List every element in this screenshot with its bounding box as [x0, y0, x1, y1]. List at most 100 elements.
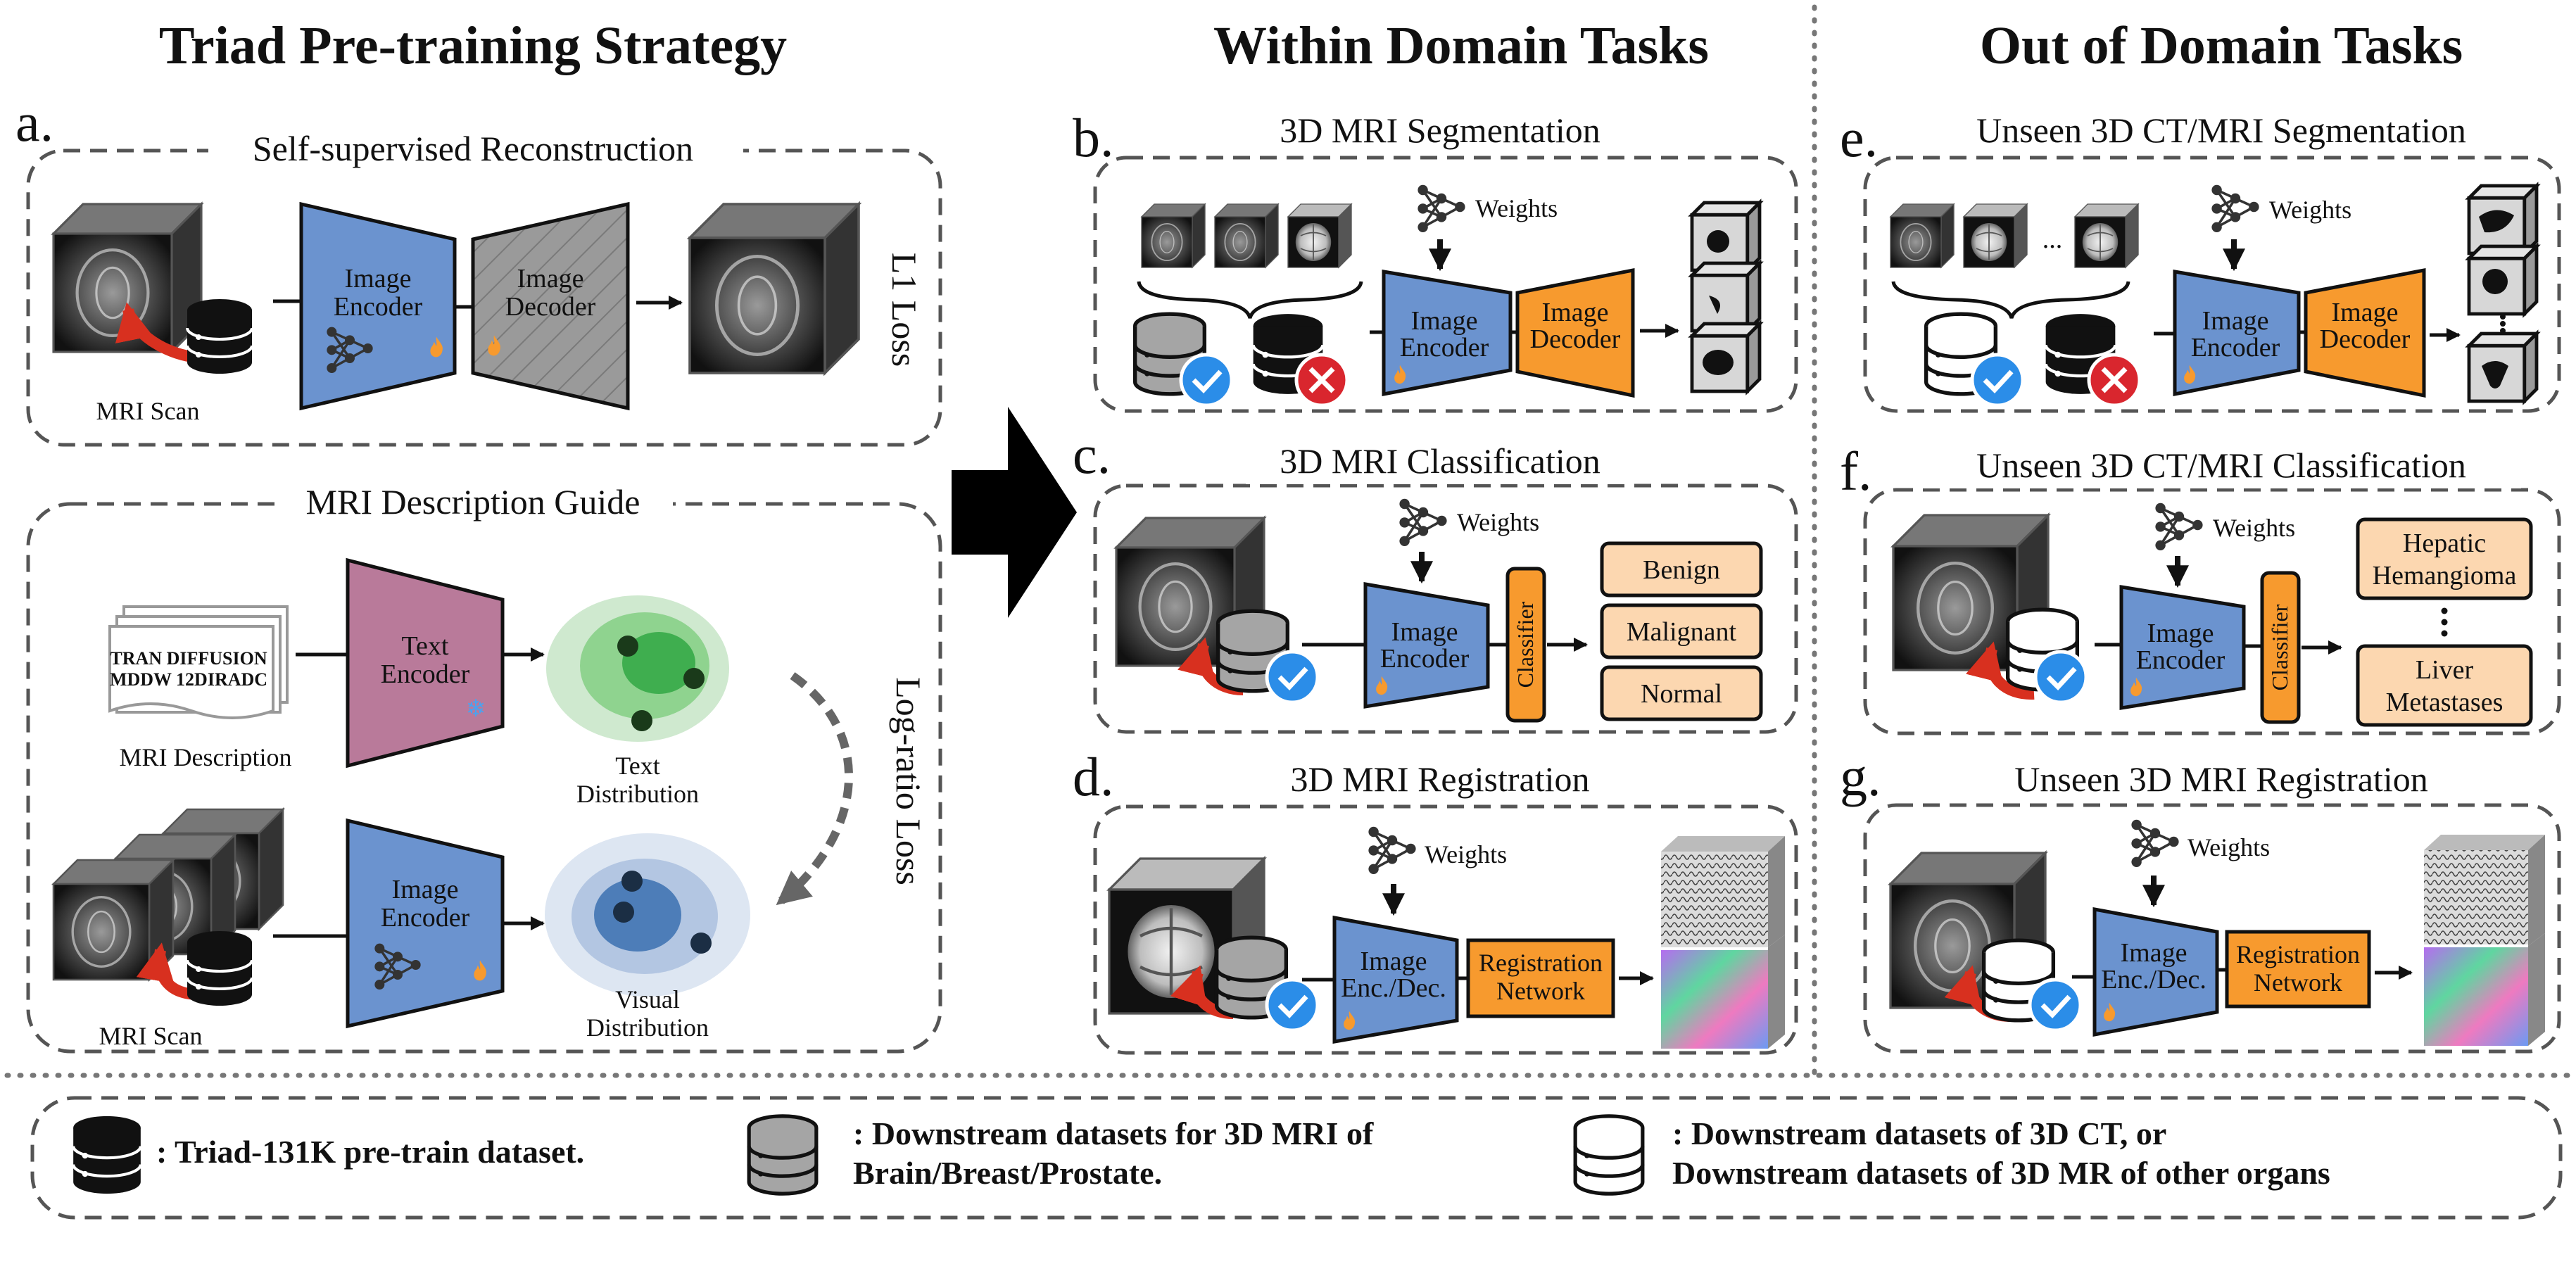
- reconstructed-cube-icon: [690, 204, 859, 373]
- header-within: Within Domain Tasks: [1213, 16, 1709, 75]
- class-hepatic-label-1: Hepatic: [2403, 529, 2486, 558]
- check-icon: [2028, 978, 2083, 1032]
- image-encoder-c: [1363, 582, 1490, 709]
- text-encoder: [346, 557, 505, 769]
- panel-d-title: 3D MRI Registration: [1291, 759, 1590, 799]
- weights-network-icon: [2154, 501, 2204, 552]
- mri-scan-label-2: MRI Scan: [99, 1022, 203, 1050]
- legend-downstream-mri-1: : Downstream datasets for 3D MRI of: [853, 1116, 1374, 1151]
- cross-icon: [2087, 353, 2142, 407]
- ellipsis-e: ...: [2043, 225, 2063, 254]
- legend: : Triad-131K pre-train dataset. : Downst…: [30, 1096, 2563, 1220]
- deformation-field-icon: [1661, 836, 1785, 1049]
- visual-distribution-label-2: Distribution: [586, 1013, 709, 1042]
- class-benign: [1600, 541, 1763, 598]
- decoder-label-2: Decoder: [505, 292, 596, 322]
- panel-f-letter: f.: [1840, 441, 1871, 502]
- visual-distribution-label-1: Visual: [615, 985, 680, 1013]
- legend-pretrain-db-icon: [73, 1116, 141, 1194]
- document-icon: [108, 605, 289, 719]
- mri-cube-icon: [53, 204, 201, 352]
- class-liver-label-2: Metastases: [2386, 688, 2504, 717]
- mri-thumb-icon: [1214, 203, 1279, 268]
- classifier-label-c: Classifier: [1513, 601, 1538, 688]
- class-liver-metastases: [2356, 644, 2533, 727]
- encdec-label-1: Image: [2121, 938, 2187, 968]
- ct-thumb-icon: [1963, 203, 2028, 268]
- brace: [1891, 281, 2130, 319]
- cross-icon: [1294, 353, 1349, 407]
- weights-label-e: Weights: [2269, 196, 2351, 224]
- panel-d-box: [1093, 804, 1798, 1055]
- check-icon: [1265, 978, 1320, 1032]
- panel-d: d. 3D MRI Registration Weights Image Enc…: [1073, 746, 1798, 1055]
- encoder-label-1: Image: [1411, 306, 1478, 336]
- encoder-label-2: Encoder: [2136, 645, 2225, 675]
- class-malignant-label: Malignant: [1627, 617, 1737, 647]
- text-encoder-label-2: Encoder: [381, 659, 470, 689]
- image-decoder-a: [471, 201, 630, 411]
- text-distribution-label-2: Distribution: [576, 780, 699, 808]
- image-encdec-d: [1332, 915, 1459, 1044]
- header-out: Out of Domain Tasks: [1980, 16, 2463, 75]
- image-encoder-b: [1382, 270, 1513, 397]
- encoder-label-2: Encoder: [1400, 333, 1489, 362]
- class-normal: [1600, 665, 1763, 721]
- panel-c-letter: c.: [1073, 424, 1111, 485]
- weights-label-f: Weights: [2213, 514, 2295, 542]
- encdec-label-2: Enc./Dec.: [1341, 973, 1446, 1003]
- panel-c-box: [1093, 484, 1798, 734]
- panel-a: a. Self-supervised Reconstruction MRI Sc…: [15, 91, 942, 1054]
- registration-network-g: [2225, 930, 2371, 1009]
- pretrain-db-icon: [187, 931, 252, 1006]
- ct-thumb-icon: [2074, 203, 2139, 268]
- encoder-label-1: Image: [392, 875, 459, 904]
- red-arrow-icon: [1966, 641, 2035, 700]
- check-icon: [1179, 353, 1234, 407]
- reg-label-1: Registration: [2236, 940, 2360, 968]
- breast-cube-icon: [1692, 263, 1760, 331]
- decoder-label-2: Decoder: [2320, 324, 2411, 354]
- legend-pretrain-label: : Triad-131K pre-train dataset.: [156, 1134, 584, 1170]
- reg-label-2: Network: [1496, 977, 1585, 1005]
- encoder-label-2: Encoder: [2191, 333, 2280, 362]
- encoder-label-2: Encoder: [381, 903, 470, 933]
- class-hepatic-label-2: Hemangioma: [2373, 561, 2517, 590]
- panel-a-letter: a.: [15, 91, 53, 153]
- doc-line-1: TRAN DIFFUSION: [110, 648, 267, 669]
- panel-b-box: [1093, 156, 1798, 413]
- big-arrow-icon: [952, 407, 1077, 618]
- guide-title: MRI Description Guide: [306, 482, 640, 522]
- snowflake-icon: ❄: [466, 696, 486, 722]
- panel-c-title: 3D MRI Classification: [1280, 441, 1600, 481]
- weights-label-d: Weights: [1425, 840, 1507, 868]
- decoder-label-1: Image: [2332, 298, 2399, 327]
- weights-label-g: Weights: [2187, 833, 2270, 861]
- panel-g-box: [1863, 803, 2561, 1054]
- image-decoder-b: [1515, 267, 1635, 398]
- weights-label-c: Weights: [1457, 508, 1539, 536]
- panel-e: e. Unseen 3D CT/MRI Segmentation ... Wei…: [1840, 107, 2561, 413]
- panel-c: c. 3D MRI Classification Weights Image E…: [1073, 424, 1798, 734]
- image-encdec-g: [2092, 906, 2219, 1037]
- pretrain-db-icon: [187, 299, 252, 374]
- panel-g-title: Unseen 3D MRI Registration: [2014, 759, 2427, 799]
- visual-distribution-icon: [545, 833, 750, 997]
- decoder-label-1: Image: [1542, 298, 1609, 327]
- brace: [1137, 281, 1363, 319]
- doc-line-2: MDDW 12DIRADC: [110, 669, 267, 690]
- legend-downstream-mri-2: Brain/Breast/Prostate.: [853, 1155, 1162, 1191]
- check-icon: [1970, 353, 2025, 407]
- encdec-label-1: Image: [1360, 947, 1427, 976]
- weights-label-b: Weights: [1475, 194, 1558, 222]
- panel-b: b. 3D MRI Segmentation Weights Image Enc…: [1073, 107, 1798, 413]
- weights-network-icon: [1367, 826, 1418, 876]
- legend-other-db-icon: [1575, 1116, 1643, 1194]
- panel-b-letter: b.: [1073, 107, 1114, 168]
- legend-downstream-ct-2: Downstream datasets of 3D MR of other or…: [1672, 1155, 2330, 1191]
- check-icon: [2033, 650, 2088, 704]
- class-liver-label-1: Liver: [2416, 655, 2474, 685]
- panel-d-letter: d.: [1073, 746, 1114, 807]
- deformation-field-icon: [2424, 835, 2545, 1046]
